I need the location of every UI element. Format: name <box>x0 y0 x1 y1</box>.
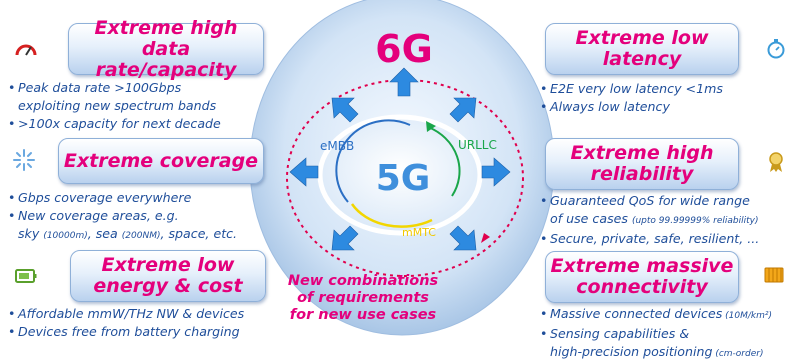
caption-line: of requirements <box>297 290 429 306</box>
ribbon-award-icon <box>769 152 783 172</box>
box-data-rate: Extreme high data rate/capacity <box>68 17 264 80</box>
arrow-upper-right <box>449 97 477 123</box>
caption-line: for new use cases <box>289 307 437 323</box>
arrow-up <box>389 67 419 97</box>
arrow-lower-left <box>331 225 359 251</box>
list-item: •Always low latency <box>540 99 670 114</box>
arrow-lower-right <box>449 225 477 251</box>
list-item: •Devices free from battery charging <box>8 324 240 339</box>
arrow-upper-left <box>331 97 359 123</box>
chip-icon <box>764 267 784 283</box>
title-5g: 5G <box>376 158 431 199</box>
list-data-rate: •Peak data rate >100Gbps exploiting new … <box>8 79 221 133</box>
list-item: •Peak data rate >100Gbps <box>8 80 182 95</box>
box-title-line: Extreme high <box>570 142 714 164</box>
green-arc-arrowhead <box>426 121 436 132</box>
box-energy: Extreme low energy & cost <box>70 250 266 302</box>
red-orbit-arrowhead <box>481 233 490 243</box>
list-item-continuation: exploiting new spectrum bands <box>18 98 217 113</box>
box-title-line: data rate/capacity <box>95 37 237 81</box>
list-item-continuation: of use cases (upto 99.99999% reliability… <box>550 211 759 226</box>
box-title-line: Extreme massive <box>550 255 734 277</box>
sparkle-icon <box>13 149 35 171</box>
blue-arc <box>335 119 411 203</box>
list-item: •E2E very low latency <1ms <box>540 81 723 96</box>
gauge-icon <box>15 44 37 56</box>
list-item: •Affordable mmW/THz NW & devices <box>8 306 245 321</box>
list-item: •New coverage areas, e.g. <box>8 208 179 223</box>
box-title-line: Extreme high <box>94 16 238 39</box>
box-title-line: latency <box>602 48 682 70</box>
list-coverage: •Gbps coverage everywhere •New coverage … <box>8 189 237 245</box>
label-embb: eMBB <box>320 139 354 153</box>
label-mmtc: mMTC <box>402 226 436 239</box>
box-title-line: Extreme low <box>575 27 709 49</box>
list-latency: •E2E very low latency <1ms •Always low l… <box>540 80 723 116</box>
inner-circle <box>317 114 483 236</box>
list-item: •Sensing capabilities & <box>540 326 690 341</box>
box-coverage: Extreme coverage <box>58 138 264 184</box>
box-reliability: Extreme high reliability <box>545 138 739 190</box>
list-item: •>100x capacity for next decade <box>8 116 221 131</box>
list-energy: •Affordable mmW/THz NW & devices •Device… <box>8 305 244 341</box>
list-item: •Gbps coverage everywhere <box>8 190 192 205</box>
yellow-arc <box>350 203 433 228</box>
red-dotted-orbit <box>286 79 524 277</box>
stopwatch-icon <box>767 39 785 59</box>
list-item: •Secure, private, safe, resilient, ... <box>540 231 760 246</box>
arrow-right <box>481 157 511 187</box>
list-reliability: •Guaranteed QoS for wide range of use ca… <box>540 192 759 248</box>
list-item: •Massive connected devices (10M/km²) <box>540 306 773 321</box>
title-6g: 6G <box>375 27 433 71</box>
green-arc <box>427 126 461 197</box>
box-title-line: Extreme coverage <box>63 149 259 172</box>
battery-icon <box>15 269 37 283</box>
list-item-continuation: high-precision positioning (cm-order) <box>550 344 764 359</box>
box-latency: Extreme low latency <box>545 23 739 75</box>
box-title-line: reliability <box>590 163 694 185</box>
box-connectivity: Extreme massive connectivity <box>545 251 739 303</box>
list-item: •Guaranteed QoS for wide range <box>540 193 750 208</box>
box-title-line: Extreme low <box>101 254 235 276</box>
box-title-line: connectivity <box>576 276 708 298</box>
label-urllc: URLLC <box>458 138 497 152</box>
center-caption: New combinations of requirements for new… <box>282 273 444 324</box>
list-item-continuation: sky (10000m), sea (200NM), space, etc. <box>18 226 238 241</box>
arrow-left <box>289 157 319 187</box>
box-title-line: energy & cost <box>93 275 243 297</box>
caption-line: New combinations <box>287 273 439 289</box>
list-connectivity: •Massive connected devices (10M/km²) •Se… <box>540 305 772 363</box>
